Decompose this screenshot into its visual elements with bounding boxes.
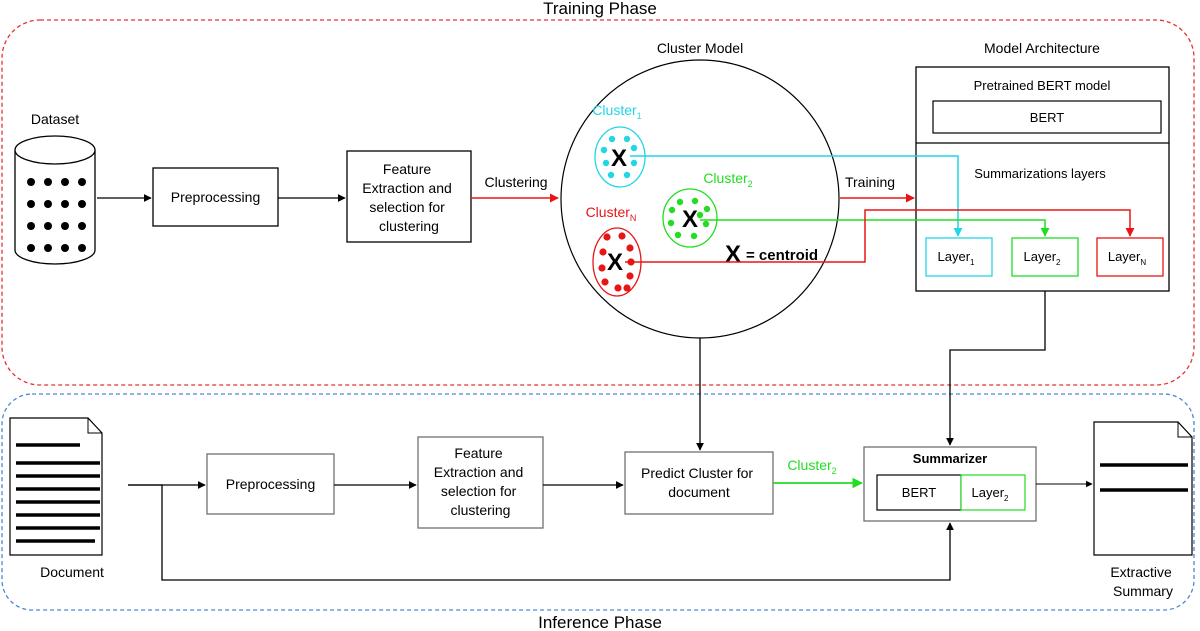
training-label: Training	[845, 174, 895, 190]
cluster-2-point	[696, 211, 704, 219]
dataset-dot	[44, 222, 52, 230]
layer-1-box	[925, 237, 993, 277]
layer-n-label: LayerN	[1108, 249, 1147, 267]
cluster-1-points	[600, 135, 638, 179]
predict-cluster-label: Predict Cluster for document	[641, 465, 757, 500]
cluster-2-point	[667, 219, 675, 227]
centroid-legend-label: = centroid	[746, 247, 818, 264]
cluster-n-point	[626, 272, 634, 280]
cluster-2-point	[702, 220, 710, 228]
pretrained-bert-box	[932, 100, 1162, 134]
cluster-1-label: Cluster1	[592, 102, 641, 121]
arrow-model-to-summarizer	[946, 291, 1046, 446]
cluster-n-point	[598, 264, 606, 272]
cluster-1-point	[630, 144, 638, 152]
training-phase-title: Training Phase	[543, 0, 657, 18]
dataset-dot	[44, 244, 52, 252]
dataset-dot	[27, 244, 35, 252]
inference-phase-title: Inference Phase	[538, 613, 662, 631]
layer-2-box	[1011, 237, 1079, 277]
cluster-1-point	[630, 159, 638, 167]
cluster-n-centroid: X	[607, 249, 623, 276]
cluster-1-point	[608, 135, 616, 143]
layer-1-label: Layer1	[938, 249, 976, 267]
cluster-1-centroid: X	[611, 145, 627, 172]
clustering-label: Clustering	[484, 174, 547, 190]
training-preprocessing-box	[152, 167, 279, 227]
cluster-2-label: Cluster2	[703, 170, 752, 189]
dataset-dot	[61, 200, 69, 208]
dataset-dot	[61, 244, 69, 252]
summarizer-bert-box	[876, 474, 962, 511]
document-label: Document	[40, 564, 104, 580]
pretrained-bert-box-label: BERT	[1030, 110, 1064, 125]
cluster-n-point	[599, 248, 607, 256]
dataset-dot	[44, 200, 52, 208]
dataset-dot	[78, 222, 86, 230]
dataset-dot	[27, 178, 35, 186]
training-phase-border	[1, 19, 1195, 386]
cluster-n-point	[623, 284, 631, 292]
pretrained-bert-label: Pretrained BERT model	[974, 78, 1111, 93]
inference-phase-border	[1, 393, 1195, 611]
layer-n-box	[1096, 237, 1164, 277]
cluster-2-point	[690, 232, 698, 240]
cluster-2-point	[674, 231, 682, 239]
cluster-2-point	[668, 206, 676, 214]
cluster-n-point	[626, 244, 634, 252]
dataset-dot	[27, 222, 35, 230]
layer-2-label: Layer2	[1024, 249, 1062, 267]
cluster-n-point	[603, 233, 611, 241]
cluster-n-point	[601, 278, 609, 286]
inference-feature-label: Feature Extraction and selection for clu…	[434, 445, 527, 518]
inference-preprocessing-label: Preprocessing	[226, 476, 316, 492]
extractive-summary-icon	[1093, 421, 1193, 556]
document-icon	[9, 417, 103, 556]
summarizer-bert-label: BERT	[902, 485, 936, 500]
cluster-1-point	[600, 146, 608, 154]
summarizer-layer-2-box	[960, 474, 1026, 511]
dataset-dot	[61, 222, 69, 230]
dataset-dot	[78, 200, 86, 208]
extractive-summary-label: Extractive Summary	[1110, 564, 1175, 599]
dataset-dot	[27, 200, 35, 208]
training-preprocessing-label: Preprocessing	[171, 189, 261, 205]
dataset-dot	[78, 244, 86, 252]
summarization-layers-label: Summarizations layers	[974, 166, 1106, 181]
cluster-n-points	[598, 232, 635, 292]
inference-feature-box	[417, 436, 544, 529]
dataset-label: Dataset	[31, 111, 79, 127]
cluster-2-centroid: X	[682, 206, 698, 233]
cluster-2-points	[667, 197, 711, 240]
cluster-n-label: ClusterN	[586, 204, 637, 223]
predict-cluster-box	[624, 451, 774, 515]
cluster-n-point	[614, 284, 622, 292]
cluster-n-point	[618, 232, 626, 240]
cluster-1-point	[602, 159, 610, 167]
dataset-dot	[44, 178, 52, 186]
cluster-2-point	[703, 205, 711, 213]
dataset-dot	[61, 178, 69, 186]
summarizer-title: Summarizer	[913, 451, 987, 466]
centroid-legend-symbol: X	[725, 241, 741, 268]
dataset-dot	[78, 178, 86, 186]
training-feature-box	[346, 150, 472, 243]
cluster-1-point	[623, 135, 631, 143]
inference-preprocessing-box	[206, 453, 335, 515]
summarizer-layer-2-label: Layer2	[972, 485, 1010, 503]
cluster-1-point	[607, 171, 615, 179]
training-feature-label: Feature Extraction and selection for clu…	[362, 161, 455, 234]
cluster-2-point	[676, 198, 684, 206]
connector-cluster2-to-layer2	[700, 219, 1050, 237]
cluster-1-ellipse	[594, 126, 646, 188]
inference-cluster-2-label: Cluster2	[787, 457, 836, 476]
dataset-cylinder	[14, 135, 96, 265]
connector-clustern-to-layern	[625, 209, 1135, 263]
cluster-1-point	[623, 171, 631, 179]
cluster-model-title: Cluster Model	[657, 40, 743, 56]
model-architecture-title: Model Architecture	[984, 40, 1100, 56]
cluster-2-point	[691, 197, 699, 205]
